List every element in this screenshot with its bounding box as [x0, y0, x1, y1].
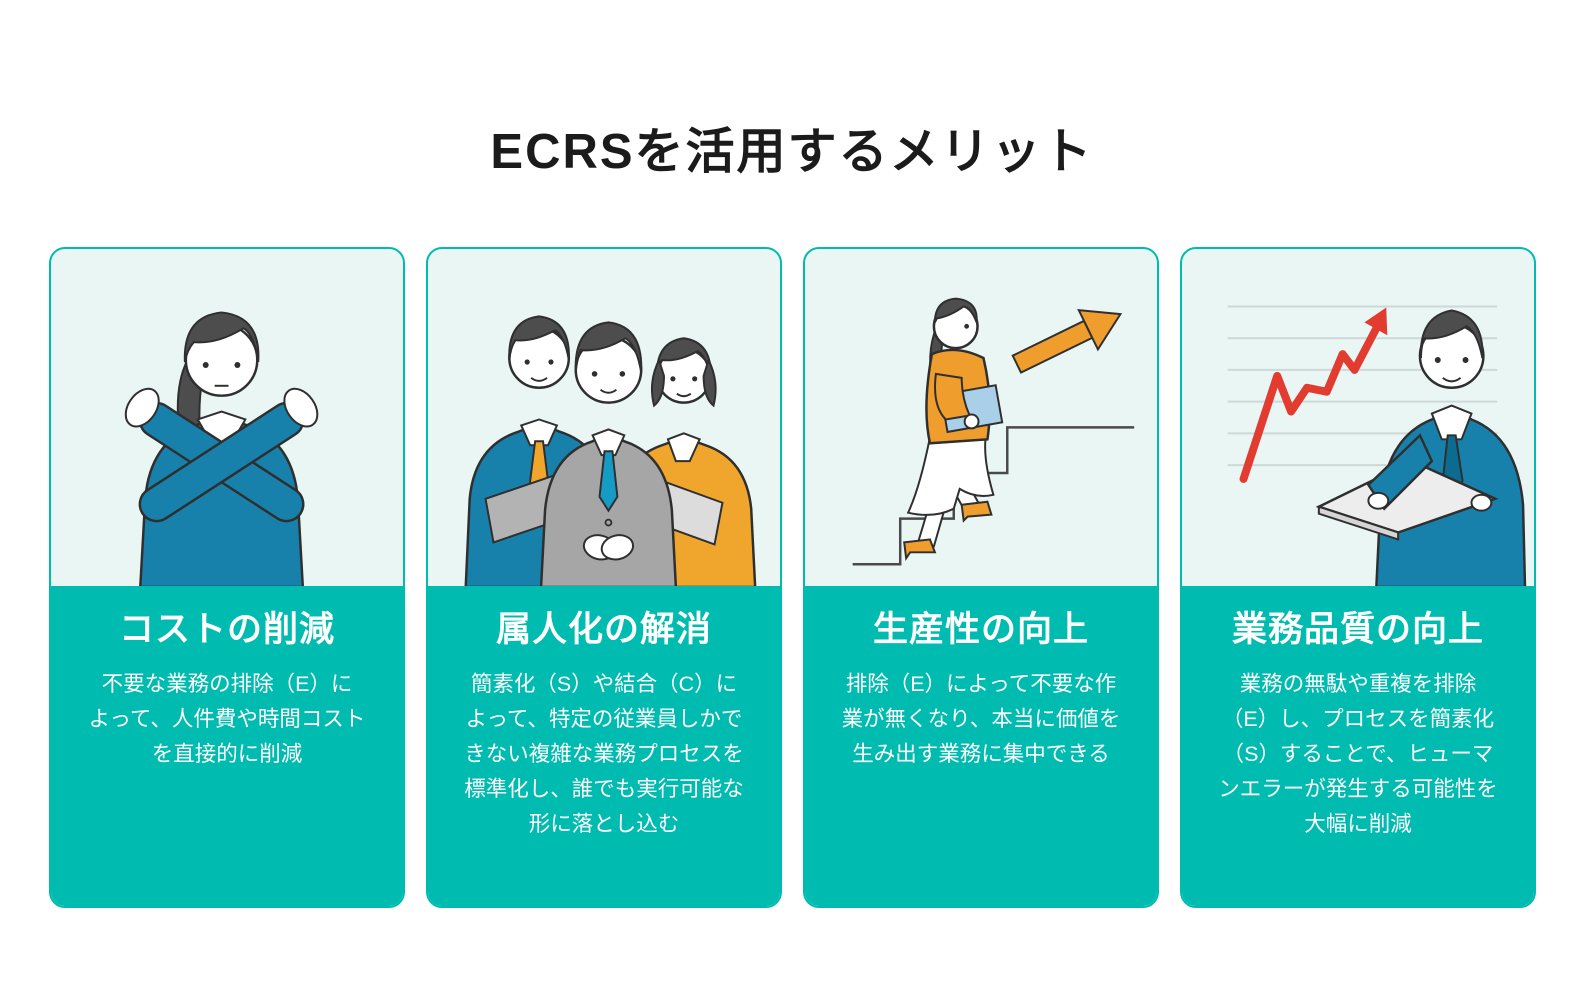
card-description: 業務の無駄や重複を排除 （E）し、プロセスを簡素化 （S）することで、ヒューマ … — [1218, 672, 1498, 837]
card-title: 属人化の解消 — [495, 610, 712, 649]
rising-chart-icon — [1227, 305, 1527, 587]
card-description: 不要な業務の排除（E）に よって、人件費や時間コスト を直接的に削減 — [88, 672, 366, 767]
card-description: 排除（E）によって不要な作 業が無くなり、本当に価値を 生み出す業務に集中できる — [841, 672, 1121, 767]
page-title: ECRSを活用するメリット — [490, 125, 1094, 179]
card-title: 業務品質の向上 — [1231, 610, 1484, 649]
up-right-arrow-icon — [1011, 309, 1123, 374]
climbing-stairs-icon — [852, 297, 1135, 566]
card-title: コストの削減 — [118, 610, 335, 649]
woman-x-gesture-icon — [124, 311, 319, 587]
businesswoman-crossing-arms-illustration — [51, 249, 403, 587]
card-quality-improvement: 業務品質の向上 業務の無駄や重複を排除 （E）し、プロセスを簡素化 （S）するこ… — [1180, 247, 1536, 908]
card-depersonalization: 属人化の解消 簡素化（S）や結合（C）に よって、特定の従業員しかで きない複雑… — [426, 247, 782, 908]
card-cost-reduction: コストの削減 不要な業務の排除（E）に よって、人件費や時間コスト を直接的に削… — [49, 247, 405, 908]
businessman-laptop-chart-illustration — [1182, 249, 1534, 587]
card-bottom-panel: 生産性の向上 排除（E）によって不要な作 業が無くなり、本当に価値を 生み出す業… — [805, 586, 1157, 906]
card-bottom-panel: 属人化の解消 簡素化（S）や結合（C）に よって、特定の従業員しかで きない複雑… — [428, 586, 780, 906]
benefit-cards-row: コストの削減 不要な業務の排除（E）に よって、人件費や時間コスト を直接的に削… — [49, 247, 1536, 908]
card-description: 簡素化（S）や結合（C）に よって、特定の従業員しかで きない複雑な業務プロセス… — [464, 672, 744, 837]
card-bottom-panel: コストの削減 不要な業務の排除（E）に よって、人件費や時間コスト を直接的に削… — [51, 586, 403, 906]
card-productivity: 生産性の向上 排除（E）によって不要な作 業が無くなり、本当に価値を 生み出す業… — [803, 247, 1159, 908]
woman-climbing-stairs-illustration — [805, 249, 1157, 587]
card-bottom-panel: 業務品質の向上 業務の無駄や重複を排除 （E）し、プロセスを簡素化 （S）するこ… — [1182, 586, 1534, 906]
card-title: 生産性の向上 — [872, 610, 1089, 649]
business-team-illustration — [428, 249, 780, 587]
business-team-icon — [464, 315, 757, 587]
